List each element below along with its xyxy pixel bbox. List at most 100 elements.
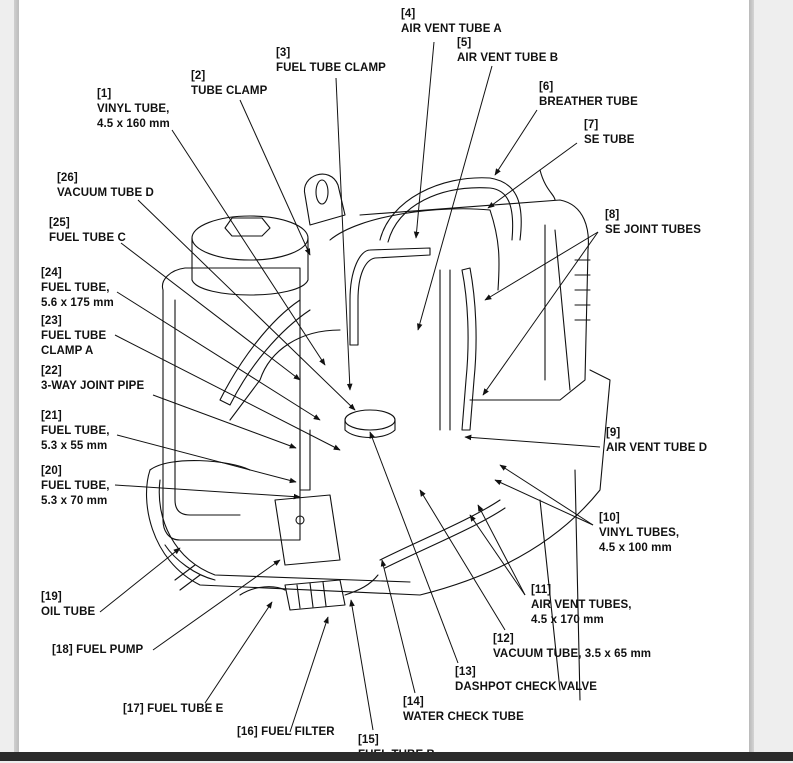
leader-6 [494,109,538,176]
callout-text: FUEL FILTER [261,726,335,738]
callout-11-air-vent-tubes: [11] AIR VENT TUBES, 4.5 x 170 mm [531,583,632,628]
callout-text: FUEL TUBE, [41,282,110,294]
callout-number: [19] [41,591,62,603]
callout-number: [24] [41,267,62,279]
leader-9 [464,434,601,448]
dashpot-check-valve [344,409,396,431]
leader-20 [114,484,301,500]
callout-number: [17] [123,703,148,715]
leader-11b [469,514,526,596]
callout-text: VINYL TUBES, [599,527,680,539]
callout-text: 5.3 x 70 mm [41,495,108,507]
leader-8a [484,231,599,301]
callout-number: [18] [52,644,77,656]
callout-number: [5] [457,37,472,49]
leader-8b [482,231,599,396]
callout-16-fuel-filter: [16] FUEL FILTER [237,725,335,740]
viewer-gutter-right [754,0,793,752]
fuel-hose-c [219,299,311,406]
callout-24-fuel-tube: [24] FUEL TUBE, 5.6 x 175 mm [41,266,114,311]
callout-19-oil-tube: [19] OIL TUBE [41,590,95,620]
viewer-bottom-toolbar [0,752,793,761]
engine-block-left [161,267,301,541]
leader-lines [99,41,601,733]
callout-number: [4] [401,8,416,20]
leader-15 [349,599,374,731]
callout-text: FUEL PUMP [76,644,144,656]
leader-19 [99,547,181,613]
callout-text: FUEL TUBE, [41,425,110,437]
callout-text: 3-WAY JOINT PIPE [41,380,145,392]
leader-11a [477,504,526,596]
callout-1-vinyl-tube: [1] VINYL TUBE, 4.5 x 160 mm [97,87,170,132]
callout-text: 5.3 x 55 mm [41,440,108,452]
callout-text: VINYL TUBE, [97,103,170,115]
callout-number: [14] [403,696,424,708]
page-shadow-right [749,0,754,752]
callout-number: [15] [358,734,379,746]
callout-text: AIR VENT TUBE B [457,52,559,64]
callout-21-fuel-tube: [21] FUEL TUBE, 5.3 x 55 mm [41,409,110,454]
leader-18 [152,559,281,651]
callout-text: TUBE CLAMP [191,85,268,97]
document-page [19,0,749,752]
callout-20-fuel-tube: [20] FUEL TUBE, 5.3 x 70 mm [41,464,110,509]
leader-1 [171,129,326,366]
leader-14 [380,559,416,694]
callout-number: [9] [606,427,621,439]
leader-25 [120,242,301,381]
leader-12 [419,489,506,631]
callout-9-air-vent-tube-d: [9] AIR VENT TUBE D [606,426,707,456]
leader-2 [239,99,311,256]
callout-text: AIR VENT TUBE D [606,442,708,454]
fuel-pump [274,494,341,566]
callout-text: VACUUM TUBE D [57,187,154,199]
callout-26-vacuum-tube-d: [26] VACUUM TUBE D [57,171,154,201]
callout-18-fuel-pump: [18] FUEL PUMP [52,643,143,658]
leader-24 [116,291,321,421]
leader-17 [204,601,273,704]
engine-block-right [359,199,589,401]
callout-number: [21] [41,410,62,422]
leader-22 [152,394,297,449]
leader-23 [114,334,341,451]
callout-22-3-way-joint-pipe: [22] 3-WAY JOINT PIPE [41,364,144,394]
callout-number: [23] [41,315,62,327]
callout-text: FUEL TUBE C [49,232,126,244]
callout-text: OIL TUBE [41,606,96,618]
callout-number: [25] [49,217,70,229]
callout-text: FUEL TUBE [41,330,107,342]
lower-cowl [145,369,611,596]
callout-number: [6] [539,81,554,93]
callout-text: VACUUM TUBE, 3.5 x 65 mm [493,648,652,660]
callout-number: [10] [599,512,620,524]
leader-10b [494,479,594,526]
callout-7-se-tube: [7] SE TUBE [584,118,635,148]
callout-17-fuel-tube-e: [17] FUEL TUBE E [123,702,223,717]
callout-number: [20] [41,465,62,477]
callout-text: FUEL TUBE E [147,703,224,715]
leader-16 [289,616,329,733]
callout-text: AIR VENT TUBE A [401,23,502,35]
page-shadow-left [14,0,19,752]
callout-text: BREATHER TUBE [539,96,638,108]
callout-4-air-vent-tube-a: [4] AIR VENT TUBE A [401,7,502,37]
leader-26 [137,199,356,411]
callout-text: CLAMP A [41,345,94,357]
engine-illustration [145,169,611,701]
callout-number: [13] [455,666,476,678]
callout-14-water-check-tube: [14] WATER CHECK TUBE [403,695,524,725]
callout-12-vacuum-tube: [12] VACUUM TUBE, 3.5 x 65 mm [493,632,651,662]
callout-25-fuel-tube-c: [25] FUEL TUBE C [49,216,126,246]
callout-13-dashpot-check-valve: [13] DASHPOT CHECK VALVE [455,665,597,695]
callout-23-fuel-tube-clamp-a: [23] FUEL TUBE CLAMP A [41,314,106,359]
callout-2-tube-clamp: [2] TUBE CLAMP [191,69,267,99]
callout-text: SE TUBE [584,134,635,146]
callout-number: [16] [237,726,262,738]
callout-text: 5.6 x 175 mm [41,297,114,309]
callout-text: FUEL TUBE, [41,480,110,492]
callout-number: [12] [493,633,514,645]
se-joint-tubes [461,267,477,431]
callout-text: 4.5 x 170 mm [531,614,604,626]
callout-number: [2] [191,70,206,82]
